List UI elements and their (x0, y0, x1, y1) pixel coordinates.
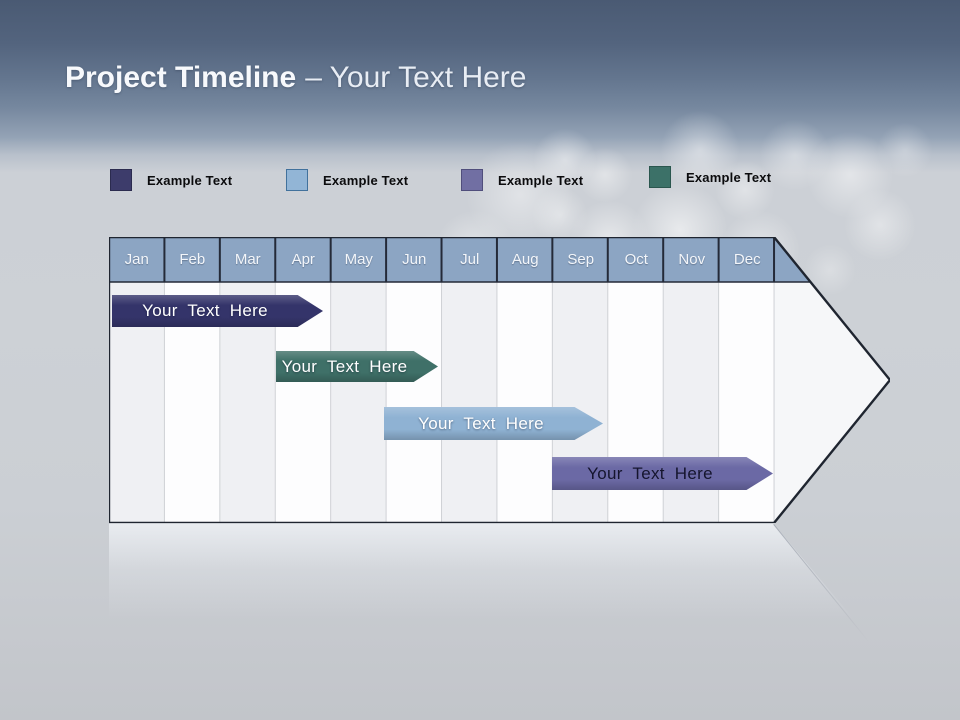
legend-item[interactable]: Example Text (110, 166, 232, 194)
timeline-arrow-chart[interactable]: Jan Feb Mar Apr May Jun Jul Aug Sep Oct … (109, 237, 890, 523)
month-cell[interactable]: Feb (179, 251, 206, 268)
month-cell[interactable]: Sep (567, 251, 595, 268)
legend-label: Example Text (686, 169, 772, 185)
legend-label: Example Text (147, 172, 233, 188)
timeline-bar[interactable]: Your Text Here (384, 407, 603, 440)
month-cell[interactable]: Nov (678, 251, 706, 268)
month-cell[interactable]: Jan (124, 251, 149, 268)
month-header-row: Jan Feb Mar Apr May Jun Jul Aug Sep Oct … (109, 237, 775, 282)
month-cell[interactable]: Apr (291, 251, 315, 268)
month-cell[interactable]: Mar (234, 251, 261, 268)
month-cell[interactable]: May (344, 251, 373, 268)
month-cell[interactable]: Aug (511, 251, 539, 268)
bar-label: Your Text Here (281, 356, 408, 376)
timeline-bar[interactable]: Your Text Here (112, 295, 323, 327)
month-cell[interactable]: Jun (402, 251, 427, 268)
legend-item[interactable]: Example Text (286, 166, 408, 194)
legend-swatch (649, 166, 671, 188)
month-cell[interactable]: Oct (624, 251, 648, 268)
bar-label: Your Text Here (418, 413, 544, 433)
bar-label: Your Text Here (142, 301, 268, 320)
slide-title[interactable]: Project Timeline– Your Text Here (65, 59, 526, 97)
title-bold-text: Project Timeline (65, 61, 297, 94)
timeline-bar[interactable]: Your Text Here (276, 351, 438, 382)
legend-item[interactable]: Example Text (461, 166, 583, 194)
timeline-bar[interactable]: Your Text Here (552, 457, 773, 490)
legend: Example Text Example Text Example Text E… (0, 166, 960, 196)
legend-swatch (461, 169, 483, 191)
legend-swatch (110, 169, 132, 191)
month-cell[interactable]: Jul (460, 251, 480, 268)
legend-item[interactable]: Example Text (649, 163, 771, 191)
legend-label: Example Text (498, 172, 584, 188)
month-cell[interactable]: Dec (733, 251, 761, 268)
bar-label: Your Text Here (587, 463, 713, 483)
legend-swatch (286, 169, 308, 191)
title-regular-text: – Your Text Here (305, 61, 527, 94)
legend-label: Example Text (323, 172, 409, 188)
